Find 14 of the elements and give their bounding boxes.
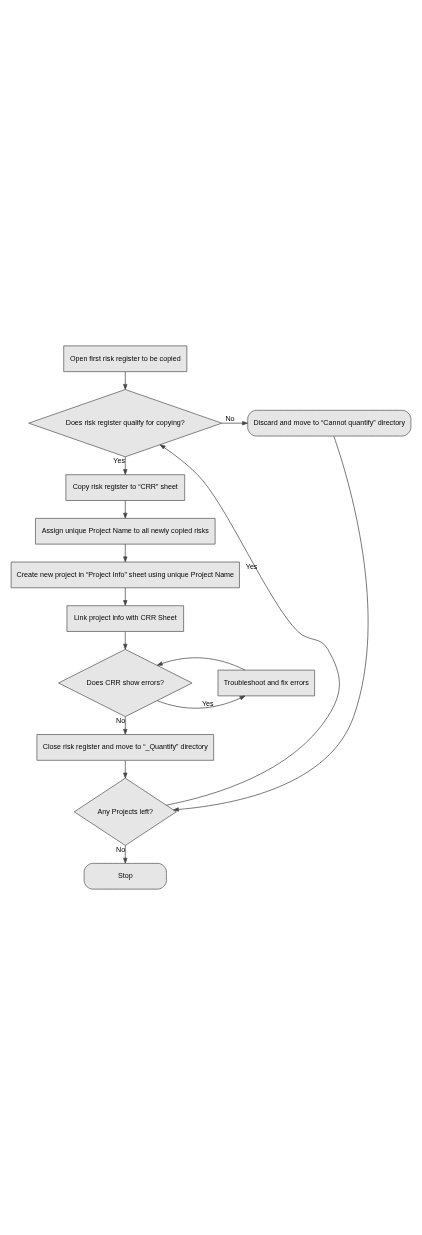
arrow xyxy=(156,657,246,671)
arrow xyxy=(123,543,128,563)
arrow xyxy=(123,371,128,390)
arrow xyxy=(123,456,128,475)
arrow xyxy=(123,845,128,864)
arrow xyxy=(123,716,128,735)
arrow xyxy=(123,760,128,779)
arrow xyxy=(221,421,248,426)
arrow xyxy=(123,500,128,519)
arrow xyxy=(123,631,128,650)
arrow xyxy=(159,444,340,806)
arrow xyxy=(156,695,246,709)
arrow xyxy=(173,435,369,812)
arrow xyxy=(123,587,128,606)
